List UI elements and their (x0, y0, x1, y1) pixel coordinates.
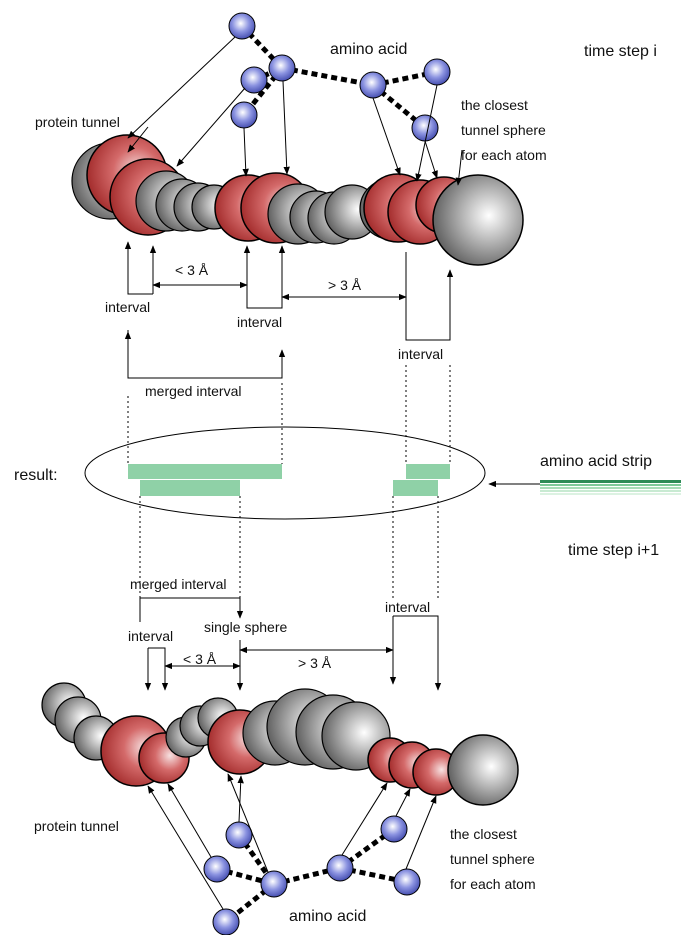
bottom-interval-label-right: interval (385, 599, 430, 615)
atom (423, 58, 451, 86)
atom (380, 815, 408, 843)
bottom-lt3-label: < 3 Å (183, 651, 217, 667)
bottom-closest-arrows (147, 773, 437, 910)
bottom-protein-tunnel-label: protein tunnel (34, 818, 119, 834)
top-merged-interval-label: merged interval (145, 383, 242, 399)
top-closest-label-1: the closest (461, 97, 528, 113)
top-projection-lines (127, 365, 451, 464)
top-interval-label-3: interval (398, 346, 443, 362)
single-sphere-label: single sphere (204, 619, 287, 635)
top-protein-tunnel-label: protein tunnel (35, 114, 120, 130)
atom (230, 101, 258, 129)
bottom-interval-brackets (139, 597, 442, 691)
top-interval-brackets (124, 241, 454, 379)
strip-interval-top-left (128, 464, 282, 479)
bottom-amino-acid-atoms (203, 815, 421, 935)
strip-interval-top-right (406, 464, 450, 479)
amino-acid-strip-label: amino acid strip (540, 453, 652, 470)
atom (203, 855, 231, 883)
bottom-projection-lines (139, 496, 439, 598)
top-amino-acid-atoms (228, 12, 451, 142)
top-interval-label-1: interval (105, 299, 150, 315)
result-ellipse (84, 426, 486, 520)
atom (212, 908, 240, 935)
bottom-closest-label-1: the closest (450, 826, 517, 842)
top-interval-label-2: interval (237, 314, 282, 330)
bottom-gt3-label: > 3 Å (298, 655, 332, 671)
amino-acid-strip-lines (540, 480, 681, 495)
atom (411, 114, 439, 142)
bottom-protein-tunnel (41, 682, 519, 806)
bottom-amino-acid-label: amino acid (289, 908, 366, 925)
atom (240, 66, 268, 94)
atom (260, 870, 288, 898)
top-lt3-label: < 3 Å (175, 262, 209, 278)
bottom-interval-label-left: interval (128, 628, 173, 644)
top-amino-acid-label: amino acid (330, 41, 407, 58)
atom (268, 54, 296, 82)
bottom-closest-label-2: tunnel sphere (450, 851, 535, 867)
strip-interval-bottom-right (393, 480, 438, 496)
atom (228, 12, 256, 40)
top-closest-arrows (127, 36, 463, 186)
time-step-top-label: time step i (584, 43, 657, 60)
bottom-merged-interval-label: merged interval (130, 576, 227, 592)
time-step-bottom-label: time step i+1 (568, 542, 659, 559)
atom (393, 868, 421, 896)
atom (225, 821, 253, 849)
tunnel-sphere (432, 174, 524, 266)
result-label: result: (14, 467, 58, 484)
top-protein-tunnel (71, 134, 524, 266)
top-closest-label-2: tunnel sphere (461, 122, 546, 138)
atom (359, 71, 387, 99)
atom (326, 854, 354, 882)
top-gt3-label: > 3 Å (328, 277, 362, 293)
bottom-closest-label-3: for each atom (450, 876, 536, 892)
tunnel-sphere (447, 734, 519, 806)
top-closest-label-3: for each atom (461, 147, 547, 163)
result-strips (128, 464, 450, 496)
strip-interval-bottom-left (140, 480, 240, 496)
